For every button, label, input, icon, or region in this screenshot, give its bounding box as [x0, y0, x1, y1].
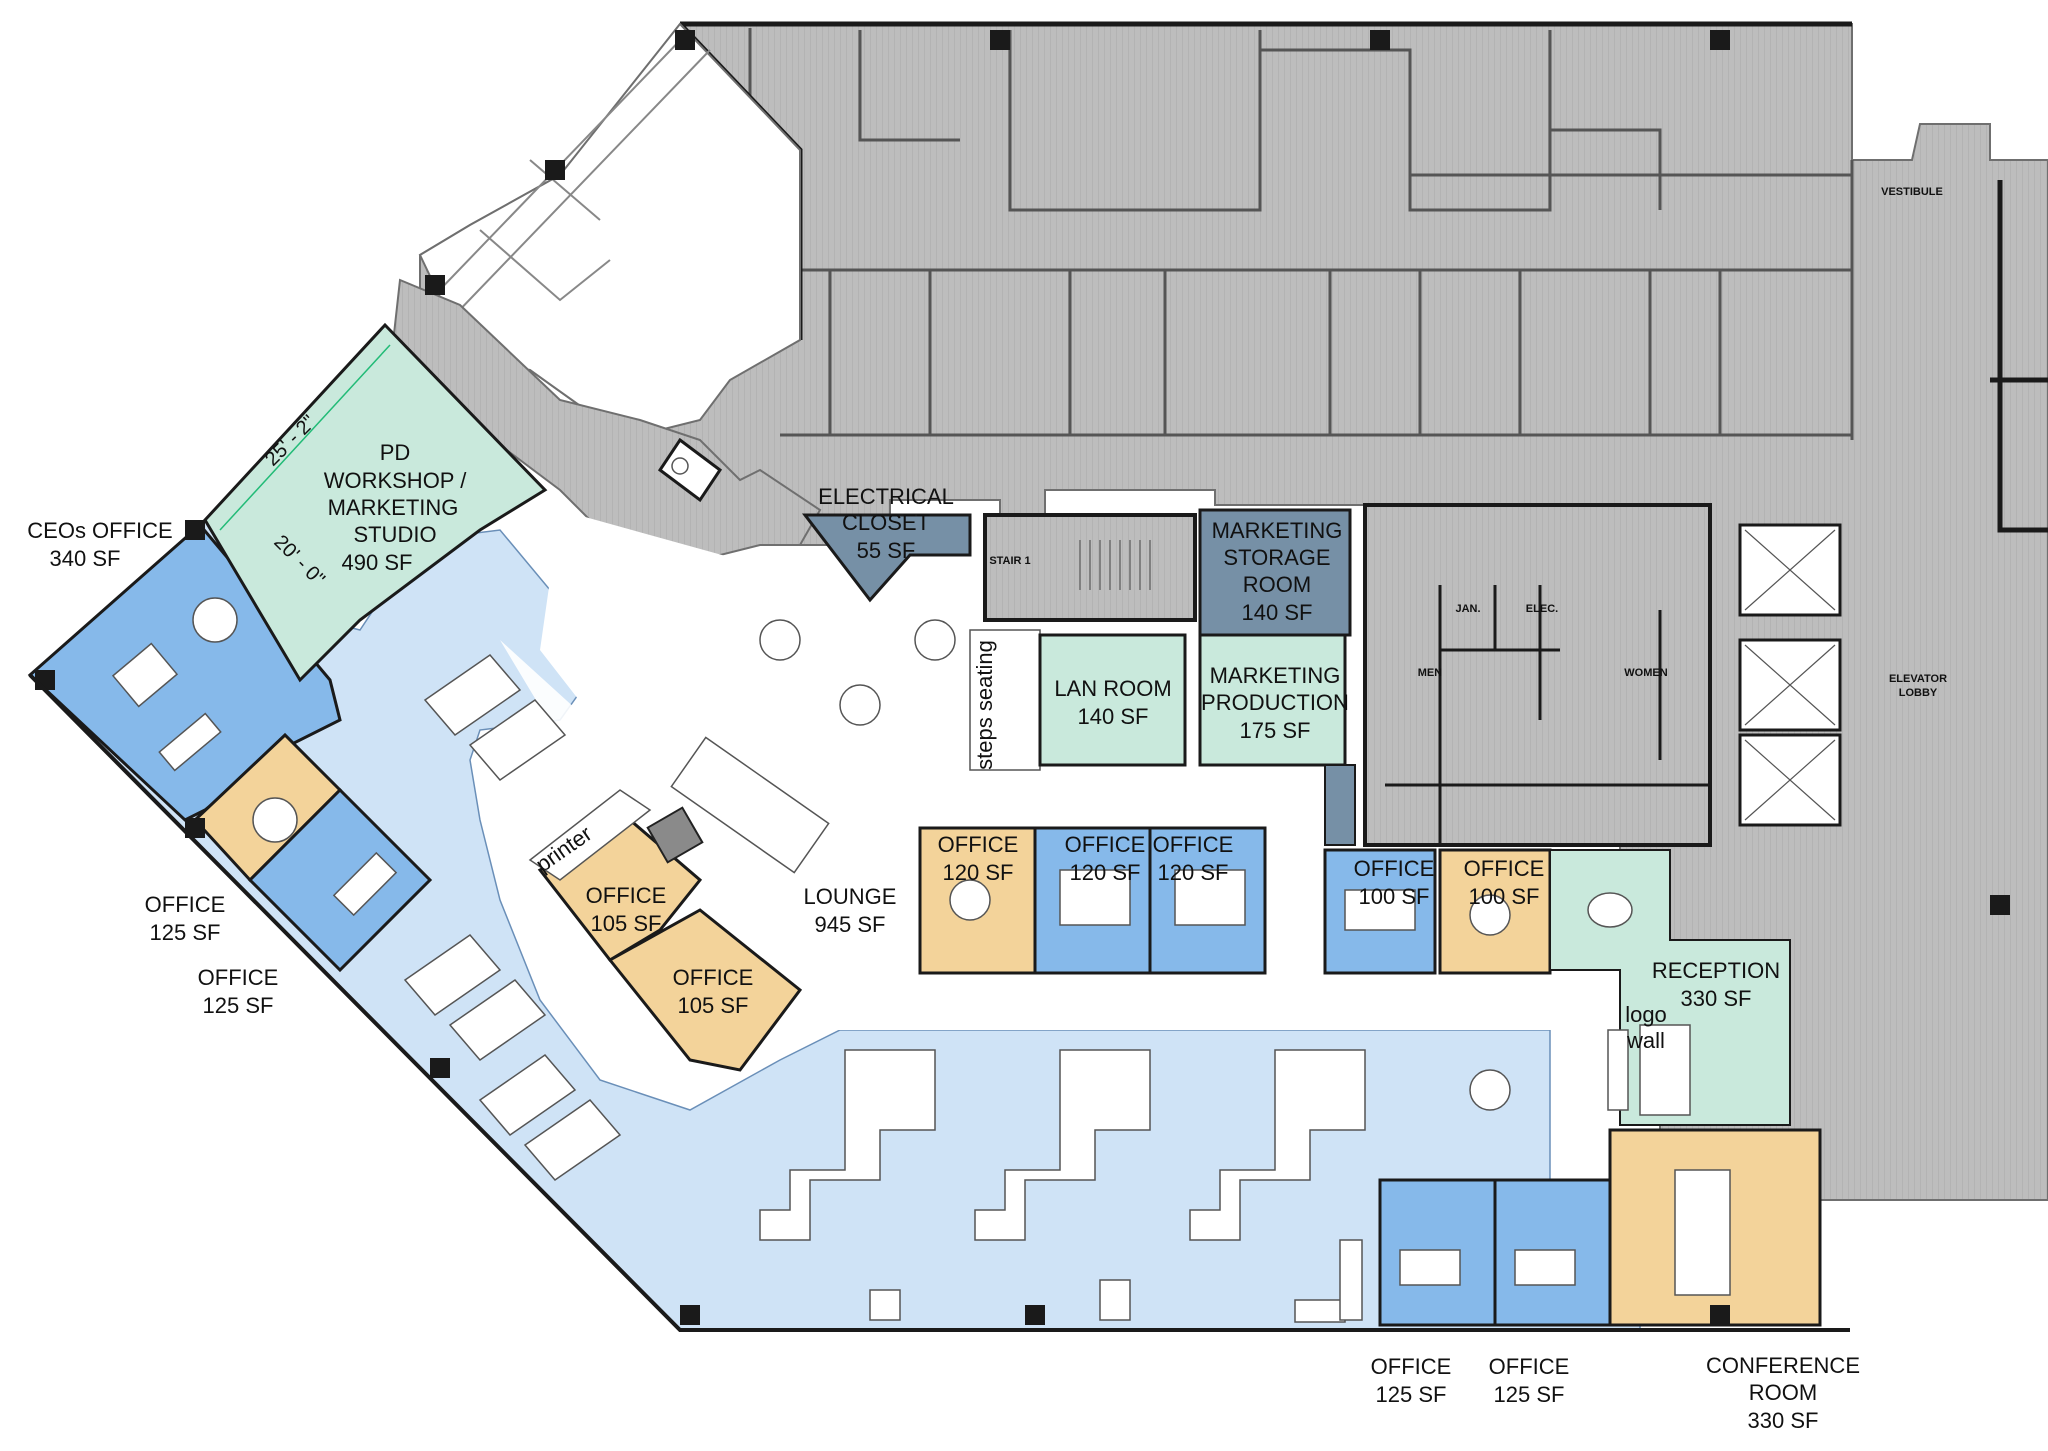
marketing-storage-line2: STORAGE	[1223, 545, 1330, 570]
jan-label: JAN.	[1455, 603, 1480, 615]
storage-slate-strip	[1324, 764, 1356, 846]
conference-room	[1608, 1128, 1822, 1327]
marketing-production-area: 175 SF	[1240, 718, 1311, 743]
office-125-a-room	[192, 732, 343, 883]
office-125-b-name: OFFICE	[198, 965, 279, 990]
lounge-area: 945 SF	[815, 912, 886, 937]
office-120-b-room	[1033, 826, 1152, 975]
lan-room-name: LAN ROOM	[1054, 676, 1171, 701]
office-120-c-name: OFFICE	[1153, 832, 1234, 857]
electrical-closet-area: 55 SF	[857, 538, 916, 563]
conference-room-line2: ROOM	[1749, 1380, 1817, 1405]
marketing-production-room	[1198, 633, 1347, 767]
stair-label: STAIR 1	[989, 555, 1030, 567]
office-120-a-room	[918, 826, 1037, 975]
office-105-b-name: OFFICE	[673, 965, 754, 990]
office-125-d-name: OFFICE	[1489, 1354, 1570, 1379]
office-100-b-name: OFFICE	[1464, 856, 1545, 881]
office-125-a-area: 125 SF	[150, 920, 221, 945]
electrical-closet-line2: CLOSET	[842, 510, 930, 535]
office-125-b-room	[247, 787, 433, 973]
office-125-c-area: 125 SF	[1376, 1382, 1447, 1407]
office-120-c-room	[1148, 826, 1267, 975]
marketing-production-line1: MARKETING	[1210, 663, 1341, 688]
conference-room-area: 330 SF	[1748, 1408, 1819, 1433]
reception-area: 330 SF	[1681, 986, 1752, 1011]
workstation-clusters	[403, 653, 1511, 1323]
office-100-a-room	[1323, 848, 1437, 975]
office-120-c-area: 120 SF	[1158, 860, 1229, 885]
men-label: MEN	[1418, 667, 1443, 679]
conference-room-line1: CONFERENCE	[1706, 1353, 1860, 1378]
office-125-c-name: OFFICE	[1371, 1354, 1452, 1379]
marketing-storage-room	[1198, 508, 1352, 637]
pd-workshop-room	[203, 322, 548, 683]
pd-workshop-line4: STUDIO	[353, 522, 436, 547]
office-100-b-area: 100 SF	[1469, 884, 1540, 909]
marketing-storage-line1: MARKETING	[1212, 518, 1343, 543]
printer-station	[528, 789, 704, 881]
office-100-a-name: OFFICE	[1354, 856, 1435, 881]
office-100-a-area: 100 SF	[1359, 884, 1430, 909]
lounge-name: LOUNGE	[804, 884, 897, 909]
stair-room	[983, 513, 1197, 622]
office-105-a-area: 105 SF	[591, 911, 662, 936]
logo-wall-line2: wall	[1626, 1028, 1665, 1053]
pd-workshop-line1: PD	[380, 440, 411, 465]
building-core	[1363, 503, 1842, 847]
neighboring-tenant-space	[419, 21, 2048, 1201]
marketing-storage-line3: ROOM	[1243, 572, 1311, 597]
lounge-banquette	[670, 736, 830, 874]
office-120-b-area: 120 SF	[1070, 860, 1141, 885]
office-125-a-name: OFFICE	[145, 892, 226, 917]
pd-workshop-line2: WORKSHOP /	[324, 468, 468, 493]
steps-seating	[969, 629, 1041, 771]
lan-room	[1038, 633, 1187, 767]
lounge-tables	[759, 619, 956, 726]
lan-room-area: 140 SF	[1078, 704, 1149, 729]
office-120-b-name: OFFICE	[1065, 832, 1146, 857]
pd-workshop-line3: MARKETING	[328, 495, 459, 520]
office-125-d-room	[1493, 1178, 1612, 1327]
office-105-b-room	[607, 908, 803, 1072]
logo-wall-line1: logo	[1625, 1002, 1667, 1027]
marketing-storage-area: 140 SF	[1242, 600, 1313, 625]
elec-label: ELEC.	[1526, 603, 1558, 615]
office-105-b-area: 105 SF	[678, 993, 749, 1018]
office-120-a-name: OFFICE	[938, 832, 1019, 857]
vestibule-label: VESTIBULE	[1881, 186, 1943, 198]
office-120-a-area: 120 SF	[943, 860, 1014, 885]
reception-name: RECEPTION	[1652, 958, 1780, 983]
marketing-production-line2: PRODUCTION	[1201, 690, 1349, 715]
electrical-closet-line1: ELECTRICAL	[818, 484, 954, 509]
elevator-lobby-line2: LOBBY	[1899, 687, 1938, 699]
pd-workshop-area: 490 SF	[342, 550, 413, 575]
women-label: WOMEN	[1624, 667, 1667, 679]
electrical-closet-room	[801, 513, 972, 603]
office-125-d-area: 125 SF	[1494, 1382, 1565, 1407]
ceo-office-area: 340 SF	[50, 546, 121, 571]
office-125-b-area: 125 SF	[203, 993, 274, 1018]
elevator-lobby-line1: ELEVATOR	[1889, 673, 1947, 685]
reception-room	[1549, 849, 1791, 1126]
office-125-c-room	[1378, 1178, 1497, 1327]
steps-seating-label: steps seating	[972, 640, 997, 770]
corridor	[388, 278, 822, 622]
exterior-wall	[28, 673, 1850, 1332]
office-105-a-name: OFFICE	[586, 883, 667, 908]
ceo-office-name: CEOs OFFICE	[27, 518, 172, 543]
